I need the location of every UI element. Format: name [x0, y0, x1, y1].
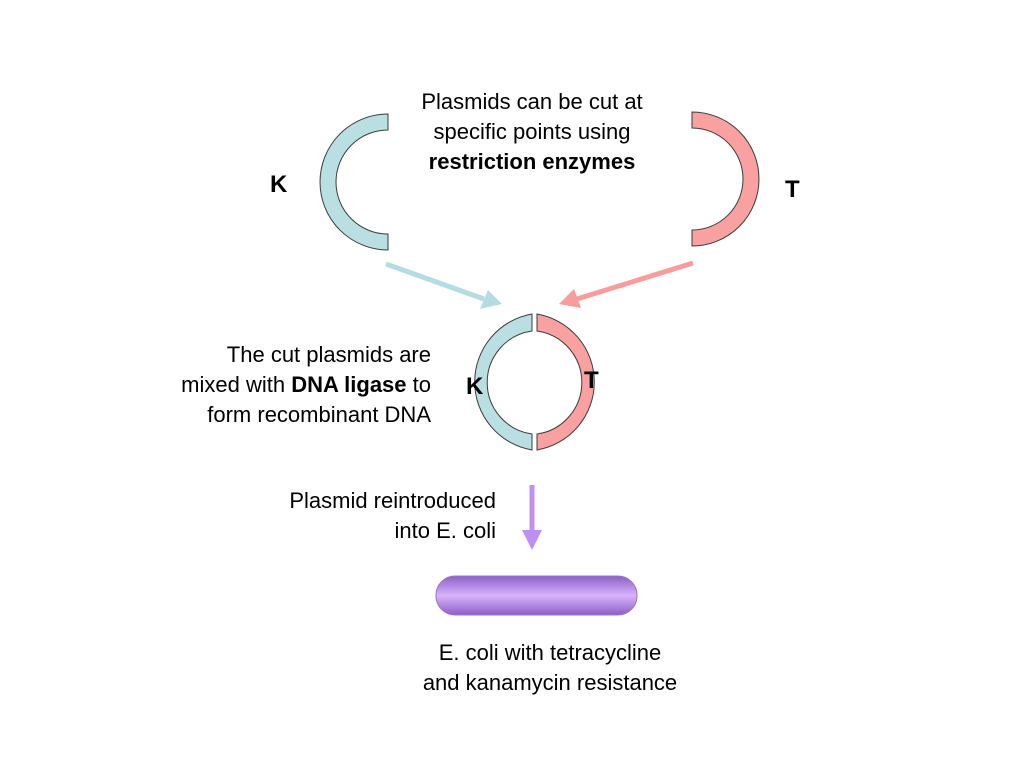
mix-caption-line3: form recombinant DNA [207, 402, 431, 427]
ecoli-bacterium [435, 575, 638, 616]
top-caption-line2: specific points using [433, 119, 631, 144]
t-plasmid-half [691, 111, 760, 247]
mix-caption: The cut plasmids are mixed with DNA liga… [100, 340, 431, 430]
mix-caption-line1: The cut plasmids are [226, 342, 431, 367]
reintroduce-arrow [522, 485, 542, 550]
recombinant-k-half [474, 313, 533, 451]
t-label-ring: T [584, 367, 599, 394]
top-caption-line3: restriction enzymes [428, 149, 636, 174]
k-label-top: K [270, 171, 288, 198]
reintro-caption-line1: Plasmid reintroduced [289, 488, 496, 513]
recombinant-t-half [536, 313, 595, 451]
reintro-caption: Plasmid reintroduced into E. coli [196, 486, 496, 546]
top-caption-line1: Plasmids can be cut at [421, 89, 643, 114]
bottom-caption: E. coli with tetracycline and kanamycin … [350, 638, 750, 698]
mix-caption-line2-pre: mixed with [181, 372, 292, 397]
k-arrow [385, 261, 502, 309]
bottom-caption-line1: E. coli with tetracycline [438, 640, 662, 665]
k-label-ring: K [466, 373, 484, 400]
top-caption: Plasmids can be cut at specific points u… [382, 87, 682, 177]
k-plasmid-half [319, 113, 389, 251]
t-label-top: T [785, 176, 800, 203]
bottom-caption-line2: and kanamycin resistance [422, 670, 678, 695]
reintro-caption-line2: into E. coli [394, 518, 497, 543]
mix-caption-line2-post: to [406, 372, 431, 397]
t-arrow [559, 260, 694, 308]
mix-caption-ligase: DNA ligase [291, 372, 407, 397]
